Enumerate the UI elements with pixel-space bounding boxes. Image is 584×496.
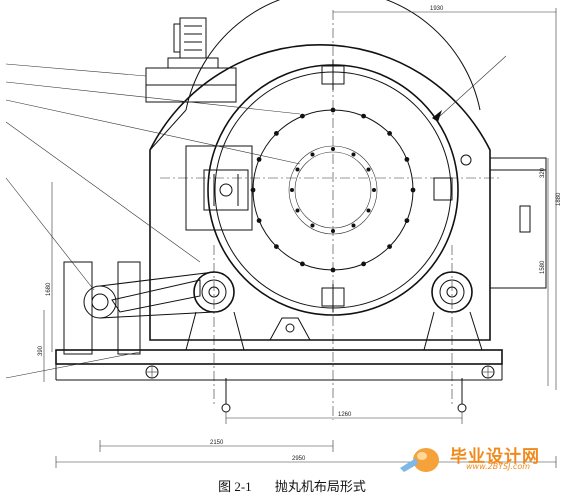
dim-top-total: 1930 <box>430 6 444 12</box>
bolt-hole <box>274 131 279 136</box>
drive-belt-system <box>83 271 235 319</box>
bolt-hole <box>300 113 305 119</box>
bolt-hole <box>331 229 335 233</box>
bolt-hole <box>366 167 371 172</box>
dim-bottom-mid: 2150 <box>210 440 224 446</box>
bolt-hole <box>250 187 256 193</box>
bolt-hole <box>330 267 336 273</box>
dim-left-height: 1680 <box>46 282 52 296</box>
bolt-hole <box>387 131 392 136</box>
bolt-hole <box>410 187 416 193</box>
bolt-hole <box>387 244 392 250</box>
bolt-hole <box>361 261 366 267</box>
bolt-hole <box>404 157 410 162</box>
dim-right-mid: 1580 <box>540 260 546 274</box>
figure-caption: 图 2-1 抛丸机布局形式 <box>0 476 584 495</box>
bolt-hole <box>361 113 366 119</box>
bolt-hole <box>310 223 315 228</box>
drum-bolt-holes <box>250 107 416 273</box>
bolt-hole <box>310 152 315 157</box>
watermark-title: 毕业设计网 <box>450 447 540 467</box>
bolt-hole <box>330 107 336 113</box>
shot-feed-housing <box>185 145 253 231</box>
bolt-hole <box>331 147 335 151</box>
bolt-hole <box>295 167 300 172</box>
base-frame <box>55 349 503 381</box>
dim-right-upper: 320 <box>540 167 546 178</box>
bolt-hole <box>404 218 410 224</box>
figure-title: 抛丸机布局形式 <box>274 479 366 494</box>
dim-bottom-inner: 1260 <box>338 412 352 418</box>
drum-clamps <box>321 60 453 312</box>
bolt-hole <box>295 208 300 213</box>
bolt-hole <box>256 218 262 224</box>
bolt-hole <box>372 188 376 192</box>
motor-assembly <box>145 17 237 103</box>
figure-number: 图 2-1 <box>218 479 252 494</box>
dimension-labels: 1930 1880 320 1580 1680 390 1260 2150 29… <box>38 6 562 462</box>
dimension-lines <box>43 8 557 468</box>
bolt-hole <box>256 157 262 162</box>
dim-right-height: 1880 <box>556 192 562 206</box>
bolt-hole <box>366 208 371 213</box>
leader-lines <box>5 55 507 379</box>
machine-casing <box>149 0 491 341</box>
bolt-hole <box>351 152 356 157</box>
bolt-hole <box>351 223 356 228</box>
bolt-hole <box>290 188 294 192</box>
bolt-hole <box>300 261 305 267</box>
dim-left-lower: 390 <box>38 345 44 356</box>
site-watermark: 毕业设计网 www.2BYSJ.com <box>396 442 582 476</box>
bolt-hole <box>274 244 279 250</box>
dim-bottom-total: 2950 <box>292 456 306 462</box>
watermark-url: www.2BYSJ.com <box>466 462 531 471</box>
anchor-bolts <box>221 378 467 413</box>
right-control-box <box>460 154 547 289</box>
shot-blasting-machine-layout-drawing: 1930 1880 320 1580 1680 390 1260 2150 29… <box>5 0 562 468</box>
watermark-logo-icon <box>400 448 439 472</box>
right-roller <box>431 271 473 313</box>
